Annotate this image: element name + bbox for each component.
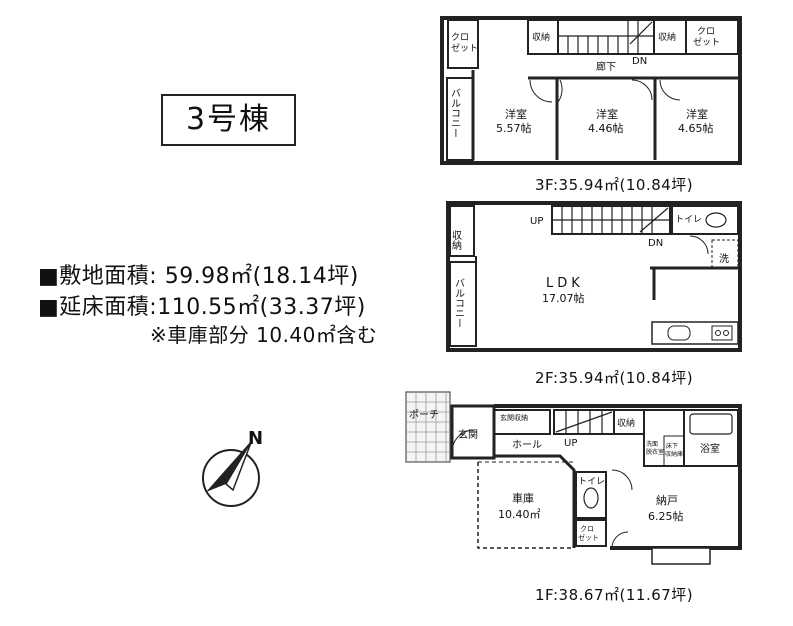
f3-hallway-label: 廊下 [596, 60, 616, 73]
floor2-plan: 収納 UP DN トイレ 洗 バルコニー LDK 17.07帖 [446, 201, 742, 352]
site-area: ■敷地面積: 59.98㎡(18.14坪) [38, 264, 359, 289]
f1-small-closet-label: クロゼット [578, 525, 599, 542]
f3-room2-size: 4.46帖 [588, 122, 624, 135]
f3-room2-name: 洋室 [596, 107, 618, 121]
f2-up-label: UP [530, 216, 543, 227]
f1-bath-label: 浴室 [700, 442, 720, 455]
f1-linen-label: 洗面脱衣室 [646, 440, 664, 456]
f1-closet-name: 納戸 [656, 494, 678, 507]
f1-storage-label: 収納 [617, 417, 635, 429]
f3-room3-size: 4.65帖 [678, 122, 714, 135]
f2-storage-label: 収納 [450, 230, 462, 251]
compass-north-label: N [248, 428, 263, 449]
f1-hall-label: ホール [512, 439, 542, 451]
floor3-plan: クロゼット 収納 収納 クロゼット 廊下 DN バルコニー 洋室 5.57帖 洋… [440, 16, 742, 165]
floor-area: ■延床面積:110.55㎡(33.37坪) [38, 295, 366, 320]
garage-note: ※車庫部分 10.40㎡含む [150, 323, 378, 347]
f3-room1-size: 5.57帖 [496, 122, 532, 135]
floor2-caption: 2F:35.94㎡(10.84坪) [535, 369, 694, 387]
building-label: 3号棟 [161, 94, 296, 146]
f3-balcony-label: バルコニー [449, 88, 461, 138]
floor3-caption: 3F:35.94㎡(10.84坪) [535, 176, 694, 194]
f1-entrance-label: 玄関 [458, 428, 478, 441]
f2-ldk-name: LDK [546, 276, 584, 291]
f2-toilet-label: トイレ [675, 215, 702, 225]
f2-balcony-label: バルコニー [453, 278, 465, 328]
f3-dn-label: DN [632, 56, 647, 67]
compass-icon: N [202, 428, 263, 507]
f3-storage-b-label: 収納 [658, 31, 676, 43]
f1-toilet-label: トイレ [578, 477, 605, 487]
f1-garage-name: 車庫 [512, 491, 534, 505]
floor1-plan: ポーチ 玄関 玄関収納 ホール UP 収納 洗面脱衣室 床下収納庫 浴室 トイレ… [405, 391, 742, 565]
f3-closet-left-label: クロゼット [451, 32, 478, 54]
f1-entrance-storage-label: 玄関収納 [500, 413, 528, 422]
f1-closet-size: 6.25帖 [648, 510, 684, 523]
f3-closet-right-label: クロゼット [693, 26, 720, 48]
f1-up-label: UP [564, 438, 577, 449]
floor1-caption: 1F:38.67㎡(11.67坪) [535, 586, 694, 604]
f3-room1-name: 洋室 [505, 107, 527, 121]
f3-storage-a-label: 収納 [532, 31, 550, 43]
f1-porch-label: ポーチ [409, 409, 439, 421]
f2-wash-label: 洗 [719, 253, 729, 265]
f3-room3-name: 洋室 [686, 107, 708, 121]
f1-garage-size: 10.40㎡ [498, 508, 541, 521]
f2-dn-label: DN [648, 238, 663, 249]
f2-ldk-size: 17.07帖 [542, 292, 585, 305]
f1-under-storage-label: 床下収納庫 [665, 442, 683, 458]
